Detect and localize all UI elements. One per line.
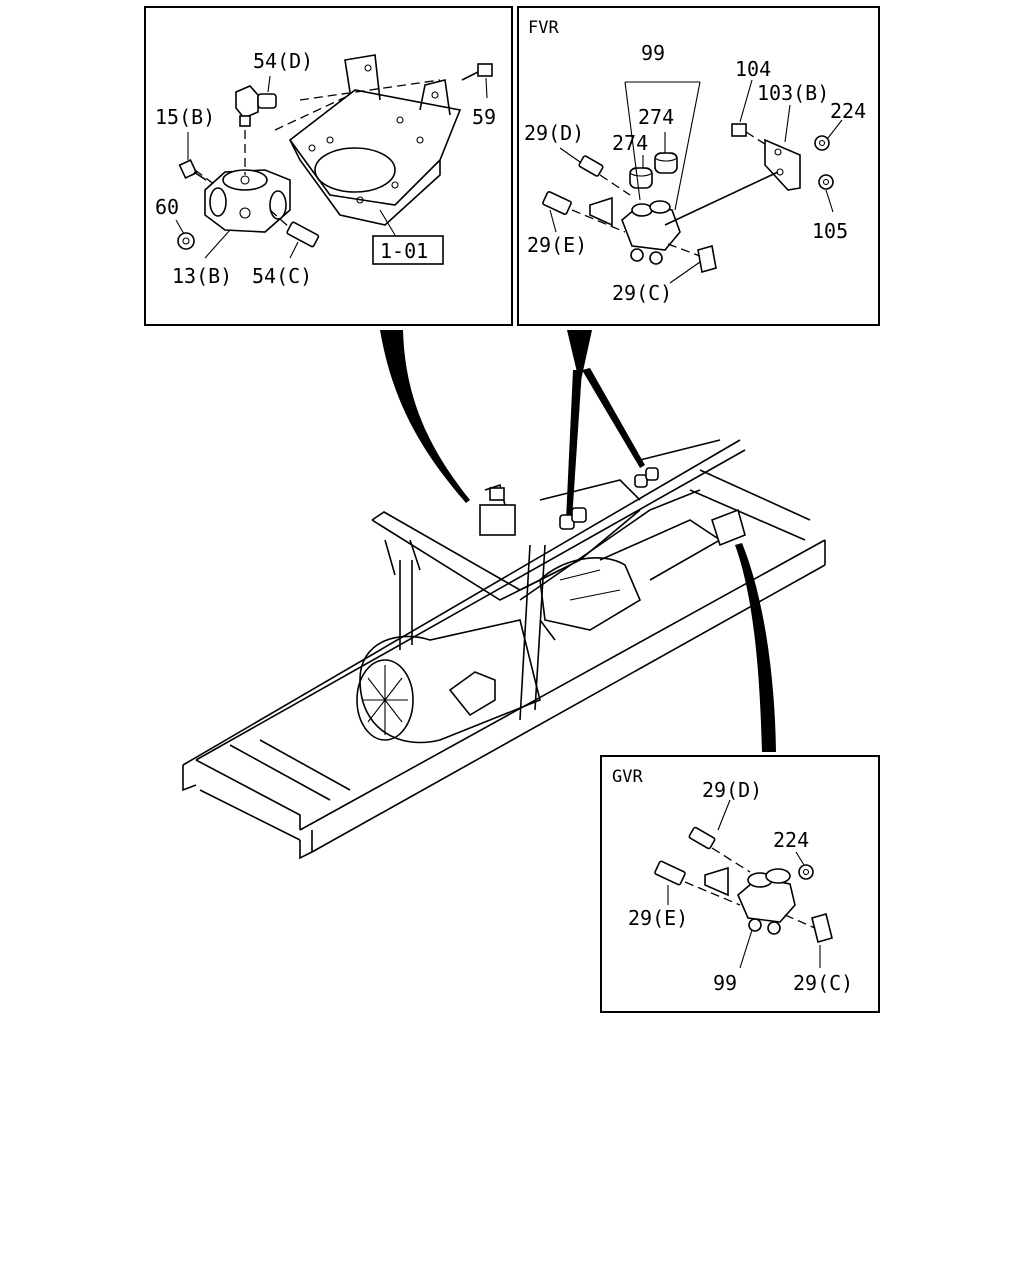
bolt-59	[461, 63, 493, 81]
gvr-fitting-29e	[654, 860, 741, 906]
fitting-29e	[542, 191, 626, 233]
label-ref-1-01: 1-01	[380, 239, 428, 263]
bolt-15b	[178, 159, 207, 181]
fvr-label-103b: 103(B)	[757, 81, 829, 105]
fvr-label-274-upper: 274	[638, 105, 674, 129]
label-54c: 54(C)	[252, 264, 312, 288]
elbow-fitting-54d	[235, 85, 277, 127]
gvr-fitting-29c	[784, 913, 833, 943]
gvr-title: GVR	[612, 767, 643, 787]
gvr-label-29d: 29(D)	[702, 778, 762, 802]
label-60: 60	[155, 195, 179, 219]
gvr-detail-panel: GVR 29(D) 224	[600, 755, 880, 1013]
bolt-104	[731, 123, 769, 147]
gvr-label-224: 224	[773, 828, 809, 852]
gvr-nut-224	[798, 864, 814, 880]
label-13b: 13(B)	[172, 264, 232, 288]
gvr-fitting-29d	[688, 826, 751, 873]
chassis-illustration	[182, 439, 826, 860]
fitting-29d	[578, 155, 631, 196]
label-15b: 15(B)	[155, 105, 215, 129]
cap-274-left	[629, 167, 653, 189]
gvr-label-29e: 29(E)	[628, 906, 688, 930]
bracket-103b	[764, 138, 801, 191]
cap-274-right	[654, 152, 678, 174]
valve-13b	[194, 130, 291, 233]
nut-105	[818, 174, 834, 190]
fvr-label-29d: 29(D)	[524, 121, 584, 145]
fvr-label-224: 224	[830, 99, 866, 123]
gvr-label-29c: 29(C)	[793, 971, 853, 995]
fvr-label-104: 104	[735, 57, 771, 81]
label-54d: 54(D)	[253, 49, 313, 73]
fvr-label-105: 105	[812, 219, 848, 243]
label-59: 59	[472, 105, 496, 129]
nut-60	[177, 232, 195, 250]
fvr-detail-panel: FVR	[517, 6, 880, 326]
gvr-label-99: 99	[713, 971, 737, 995]
fvr-label-99: 99	[641, 41, 665, 65]
mounting-bracket	[274, 54, 462, 226]
reference-box	[372, 235, 444, 265]
fvr-label-29e: 29(E)	[527, 233, 587, 257]
fitting-54c	[286, 221, 320, 248]
fvr-label-29c: 29(C)	[612, 281, 672, 305]
valve-99	[589, 196, 681, 265]
nut-224	[814, 135, 830, 151]
fvr-title: FVR	[528, 18, 559, 38]
fitting-29c	[667, 243, 717, 274]
callout-pointers	[380, 330, 776, 752]
gvr-valve-99	[704, 866, 796, 935]
fvr-label-274-lower: 274	[612, 131, 648, 155]
left-detail-panel: 54(D) 15(B) 60 13(B) 54(C) 59 1-01	[144, 6, 513, 326]
